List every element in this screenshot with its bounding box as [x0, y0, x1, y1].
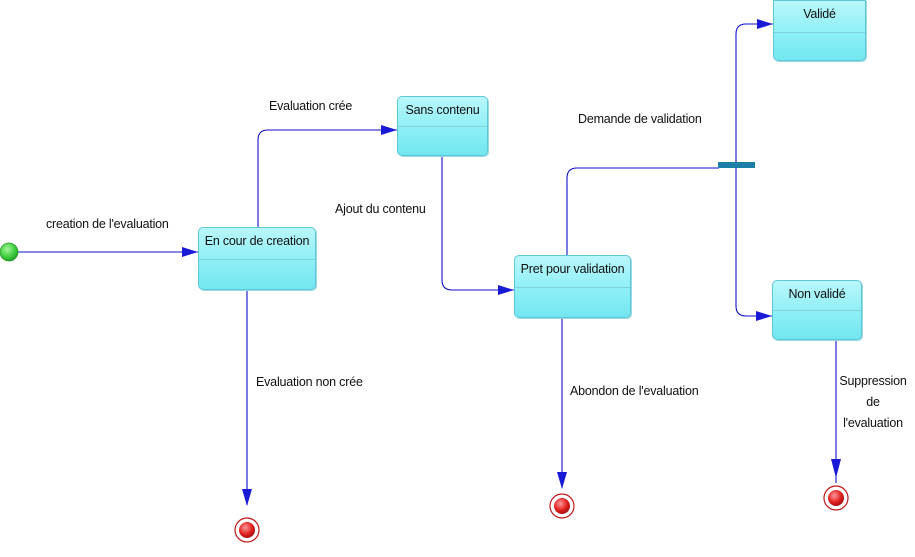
transition-to-non-valide [735, 168, 772, 317]
label-evaluation-cree: Evaluation crée [269, 99, 353, 113]
state-separator [515, 287, 630, 288]
state-separator [774, 32, 865, 33]
label-suppression-line: de [866, 395, 880, 409]
state-pret-pour-validation[interactable]: Pret pour validation [514, 255, 631, 318]
label-suppression-line: Suppression [839, 374, 907, 388]
state-name: Pret pour validation [520, 262, 625, 276]
transition-evaluation-cree [257, 129, 397, 228]
final-state-icon [234, 517, 260, 543]
label-ajout-contenu: Ajout du contenu [335, 202, 426, 216]
arrowhead-icon [242, 489, 252, 506]
transition-to-valide [735, 23, 773, 164]
label-demande-validation: Demande de validation [578, 112, 702, 126]
arrowhead-icon [757, 19, 773, 29]
state-name: Validé [803, 7, 836, 21]
initial-state-icon [0, 242, 19, 262]
arrowhead-icon [381, 125, 397, 135]
state-non-valide[interactable]: Non validé [772, 280, 862, 340]
label-abandon: Abondon de l'evaluation [570, 384, 699, 398]
state-name: Sans contenu [405, 103, 480, 117]
arrowhead-icon [498, 285, 514, 295]
state-name: Non validé [788, 287, 846, 301]
state-separator [199, 259, 315, 260]
label-creation: creation de l'evaluation [46, 217, 169, 231]
state-en-cour-de-creation[interactable]: En cour de creation [198, 227, 316, 290]
transition-demande-validation [566, 167, 719, 256]
state-separator [398, 126, 487, 127]
final-state-icon [549, 493, 575, 519]
label-suppression-line: l'evaluation [843, 416, 903, 430]
arrowhead-icon [557, 472, 567, 489]
arrowhead-icon [182, 247, 198, 257]
fork-bar [718, 162, 755, 168]
state-separator [773, 310, 861, 311]
label-suppression: Suppression de l'evaluation [836, 371, 910, 434]
arrowhead-icon [756, 311, 772, 321]
transition-ajout-contenu [441, 156, 514, 291]
final-state-icon [823, 485, 849, 511]
state-valide[interactable]: Validé [773, 0, 866, 61]
state-sans-contenu[interactable]: Sans contenu [397, 96, 488, 156]
state-name: En cour de creation [204, 234, 310, 248]
arrowhead-icon [831, 459, 841, 478]
label-evaluation-non-cree: Evaluation non crée [256, 375, 363, 389]
